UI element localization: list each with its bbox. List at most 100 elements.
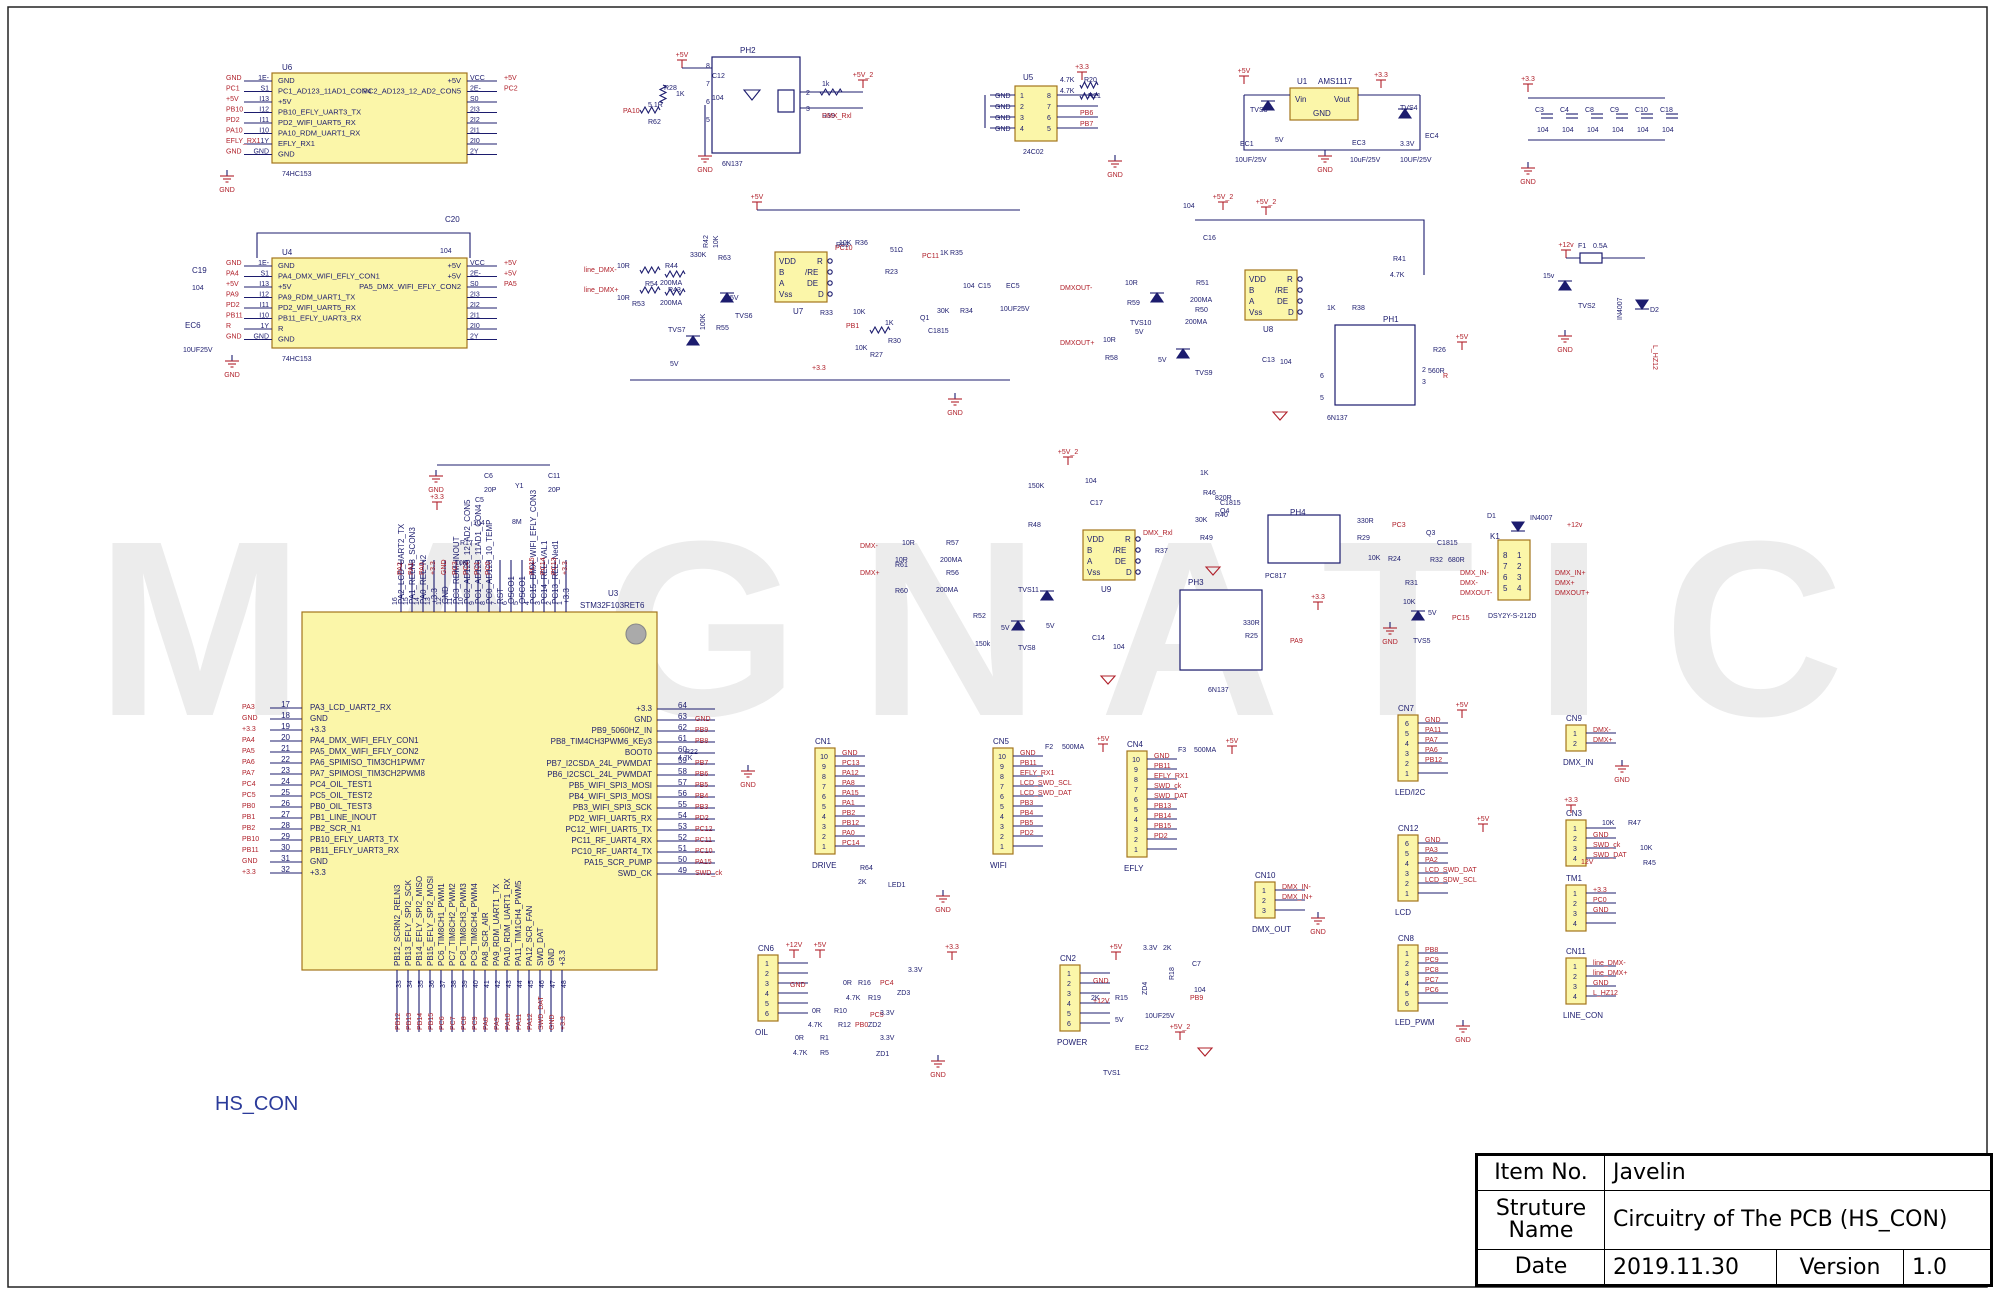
ic-ref: CN3 (1566, 809, 1583, 818)
ic-ref: U9 (1101, 585, 1112, 594)
net-label: PB10 (226, 107, 243, 114)
schematic-label: PA10 (505, 1013, 512, 1030)
schematic-label: C6 (484, 473, 493, 480)
ic-pin-label: PB9_5060HZ_IN (592, 726, 653, 735)
date-value: 2019.11.30 (1604, 1249, 1777, 1285)
schematic-label: R48 (1028, 522, 1041, 529)
pin-number: 40 (473, 980, 480, 988)
power-flag: +3.3 (945, 944, 959, 951)
pin-number: 1 (822, 844, 826, 851)
net-label: PC7 (1425, 977, 1439, 984)
gnd-symbol: GND (1382, 639, 1398, 646)
ic-pin-label: PC10_RF_UART4_TX (572, 847, 653, 856)
ic-pin-label: PB2_SCR_N1 (310, 824, 362, 833)
net-label: PA4 (242, 737, 255, 744)
ref-designator: C10 (1635, 107, 1648, 114)
schematic-label: 5V (1158, 357, 1167, 364)
part-value: 104 (1637, 127, 1649, 134)
pin-number: 5 (1000, 804, 1004, 811)
net-label: +12V (1093, 998, 1110, 1005)
pin-name: GND (253, 149, 269, 156)
net-label: PA6 (242, 759, 255, 766)
schematic-label: 10R (902, 540, 915, 547)
net-label: PA10 (623, 108, 640, 115)
schematic-label: Y1 (515, 483, 524, 490)
schematic-label: 20P (484, 487, 497, 494)
schematic-label: R17 (460, 540, 473, 547)
version-label: Version (1776, 1249, 1904, 1285)
schematic-label: PB1 (846, 323, 859, 330)
power-flag: +5V_2 (1058, 449, 1079, 456)
schematic-label: R63 (718, 255, 731, 262)
resistor (819, 87, 843, 97)
pin-number: 5 (1405, 991, 1409, 998)
schematic-label: C5 (475, 497, 484, 504)
net-label: GND (1425, 717, 1441, 724)
ic-ref: CN6 (758, 944, 775, 953)
net-label: EFLY_RX1 (226, 138, 261, 145)
schematic-label: GND (441, 559, 448, 575)
ic-ref: CN2 (1060, 954, 1077, 963)
net-label: PB6 (1080, 110, 1093, 117)
ic-pin-label: PA4_DMX_WIFI_EFLY_CON1 (310, 736, 419, 745)
pin-number: 5 (1067, 1011, 1071, 1018)
schematic-label: 5V (730, 295, 739, 302)
net-label: PB13 (1154, 803, 1171, 810)
ic-pin-label: PB5_WIFI_SPI3_MOSI (569, 781, 652, 790)
schematic-label: 7 (1047, 104, 1051, 111)
net-label: PD2 (1020, 830, 1034, 837)
schematic-label: 4.7K (678, 755, 693, 762)
wire (1243, 95, 1421, 151)
optocoupler-ph3 (1179, 589, 1263, 671)
pin-number: 6 (1000, 794, 1004, 801)
pin-name: 1Y (260, 323, 269, 330)
power-flag: +5V_2 (1256, 199, 1277, 206)
power-flag: +5V (1456, 702, 1469, 709)
pin-number: 1 (1573, 964, 1577, 971)
pin-number: 19 (281, 722, 290, 731)
pin-number: 1 (1262, 888, 1266, 895)
schematic-label: R44 (665, 263, 678, 270)
schematic-label: 4.7K (1060, 77, 1075, 84)
net-label: PA7 (1425, 737, 1438, 744)
power-flag: +5V_2 (1213, 194, 1234, 201)
net-label: PB1 (242, 814, 255, 821)
schematic-label: R29 (1357, 535, 1370, 542)
pin-number: 50 (678, 855, 687, 864)
schematic-label: R18 (1169, 967, 1176, 980)
pin-number: 29 (281, 832, 290, 841)
net-label: PC2 (504, 86, 518, 93)
power-flag: +5V (814, 942, 827, 949)
tvs-diode (1397, 108, 1413, 119)
net-label: PB3 (695, 804, 708, 811)
ic-part: STM32F103RET6 (580, 601, 645, 610)
pin-number: 6 (822, 794, 826, 801)
connector-cn4 (1126, 750, 1148, 858)
schematic-label: 10K (839, 240, 852, 247)
schematic-label: 2 (1517, 562, 1522, 571)
pin-number: 2 (546, 601, 553, 605)
pin-name: I12 (259, 107, 269, 114)
net-label: PB6 (695, 771, 708, 778)
schematic-label: B (779, 268, 784, 277)
pin-number: 41 (484, 980, 491, 988)
schematic-label: R32 (1430, 557, 1443, 564)
schematic-label: PC14 (540, 557, 547, 575)
pin-number: 5 (822, 804, 826, 811)
ic-part: 6N137 (1327, 415, 1348, 422)
net-label: GND (1154, 753, 1170, 760)
schematic-label: 820R (1215, 495, 1232, 502)
schematic-label: 1K (1200, 470, 1209, 477)
schematic-label: D1 (1487, 513, 1496, 520)
net-label: GND (1020, 750, 1036, 757)
pin-number: 5 (765, 1001, 769, 1008)
pin-number: 8 (1000, 774, 1004, 781)
ic-pin-label: PB10_EFLY_UART3_TX (310, 835, 399, 844)
connector-cn1 (814, 747, 836, 855)
pin-number: 2 (1573, 836, 1577, 843)
schematic-label: 10K (1368, 555, 1381, 562)
ic-ref: CN9 (1566, 714, 1583, 723)
resistor (639, 265, 661, 275)
connector-cn7 (1397, 714, 1419, 782)
net-label: GND (226, 334, 242, 341)
